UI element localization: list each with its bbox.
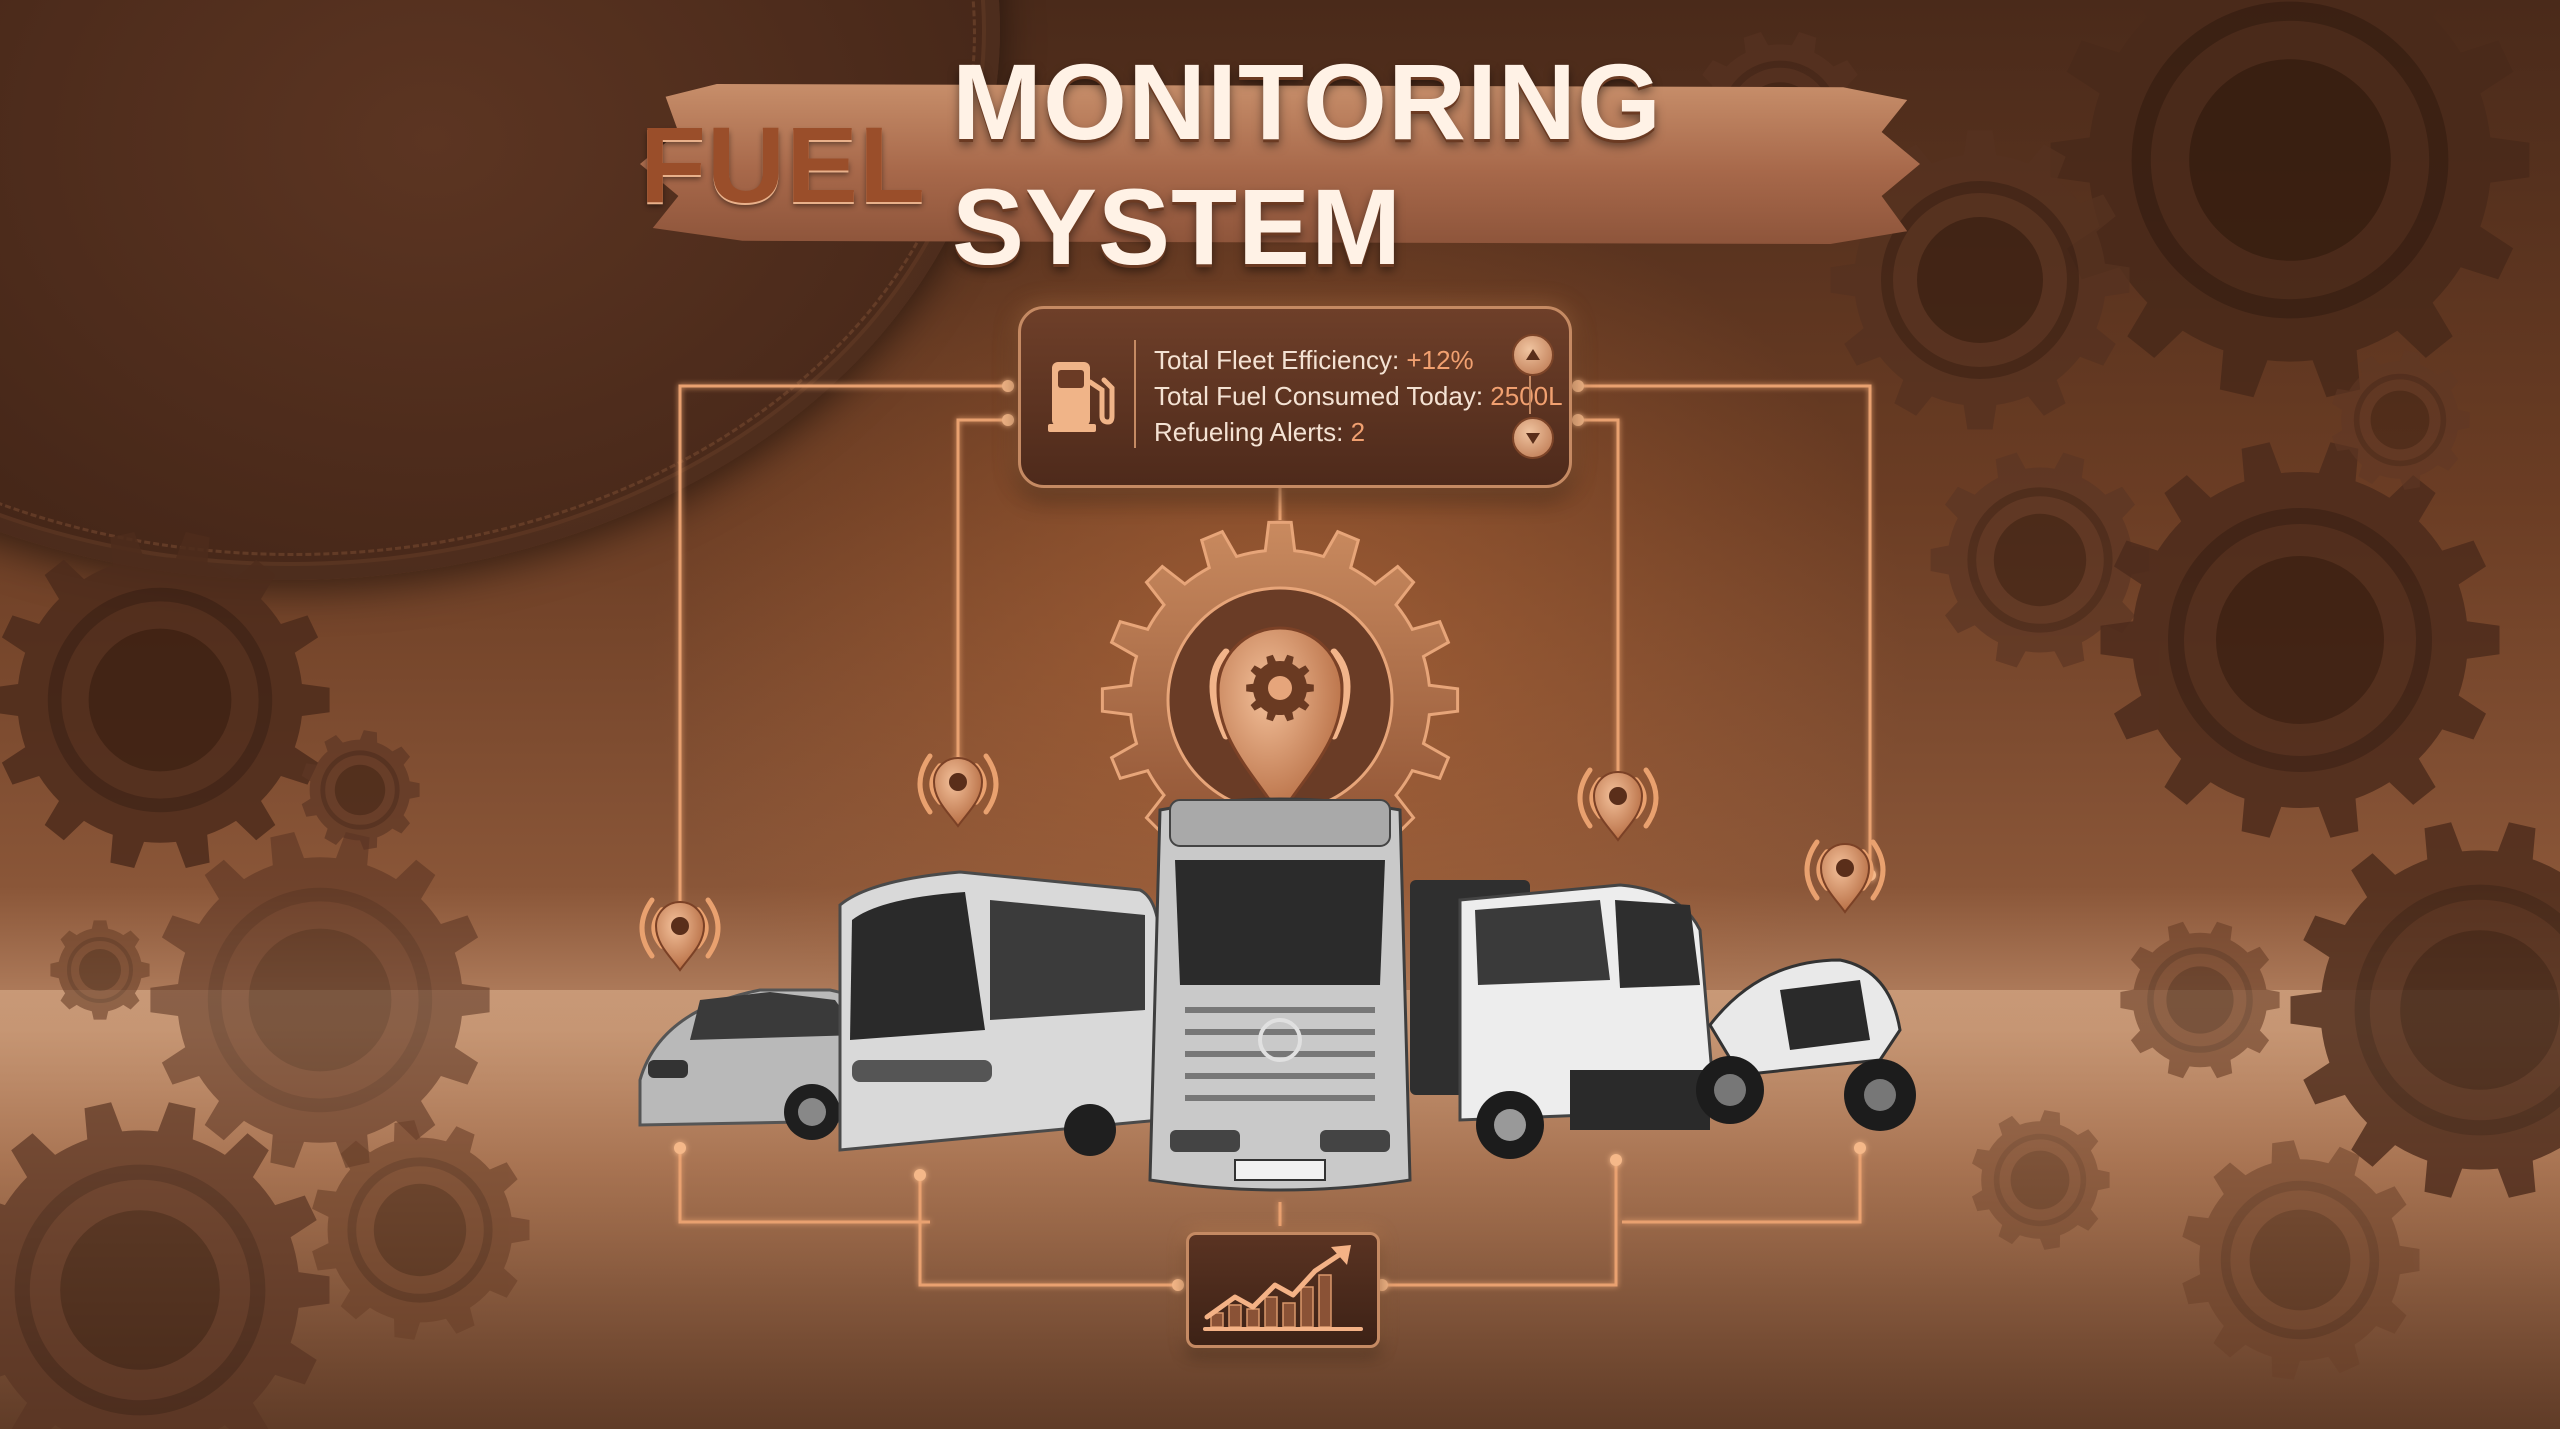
line-panel-to-bus <box>956 418 1010 765</box>
title-accent-word: FUEL <box>640 103 926 225</box>
location-pin-icon <box>1804 839 1886 914</box>
location-pin-icon <box>917 753 999 828</box>
triangle-up-icon <box>1526 349 1540 360</box>
gear-icon <box>150 832 490 1168</box>
gear-icon <box>2182 1140 2420 1380</box>
stat-efficiency-value: +12% <box>1406 345 1474 375</box>
analytics-button[interactable] <box>1186 1232 1380 1348</box>
line-panel-to-bike <box>1576 384 1872 875</box>
panel-divider <box>1134 340 1136 448</box>
gear-icon <box>1930 452 2150 668</box>
gear-icon <box>2100 442 2500 838</box>
triangle-down-icon <box>1526 433 1540 444</box>
stat-refueling-alerts-value: 2 <box>1350 417 1366 447</box>
scroll-down-button[interactable] <box>1512 417 1554 459</box>
gear-icon <box>1830 130 2130 430</box>
title-banner <box>640 84 1920 244</box>
trend-chart-icon <box>1203 1245 1363 1331</box>
gear-icon <box>2332 350 2470 490</box>
fleet-stats: Total Fleet Efficiency: +12% Total Fuel … <box>1154 342 1563 450</box>
vehicle-dump-truck <box>1410 880 1717 1159</box>
stat-fuel-consumed-label: Total Fuel Consumed Today: <box>1154 381 1484 411</box>
line-bus-to-chart <box>918 1175 1178 1287</box>
gear-icon <box>2290 822 2560 1198</box>
vehicle-motorcycle <box>1696 958 1916 1131</box>
stat-refueling-alerts-label: Refueling Alerts: <box>1154 417 1344 447</box>
page-title: FUEL MONITORING SYSTEM <box>640 41 1920 287</box>
line-car-to-bottom <box>678 1148 930 1224</box>
gear-icon <box>0 532 330 868</box>
gear-icon <box>0 1102 330 1429</box>
gear-icon <box>50 920 150 1020</box>
location-pin-icon <box>1577 767 1659 842</box>
gear-icon <box>1972 1110 2110 1250</box>
scroll-up-button[interactable] <box>1512 334 1554 376</box>
stat-efficiency-label: Total Fleet Efficiency: <box>1154 345 1400 375</box>
line-truck2-to-chart <box>1382 1160 1618 1287</box>
line-bike-to-bottom <box>1622 1148 1862 1224</box>
stat-fuel-consumed: Total Fuel Consumed Today: 2500L <box>1154 378 1563 414</box>
fuel-pump-icon <box>1048 362 1115 432</box>
line-panel-to-car <box>678 384 1010 915</box>
stat-refueling-alerts: Refueling Alerts: 2 <box>1154 414 1524 450</box>
gear-location-pin-icon <box>1100 520 1460 880</box>
location-pin-icon <box>639 897 721 972</box>
gear-icon <box>312 1120 530 1340</box>
stat-fuel-consumed-value: 2500L <box>1490 381 1563 411</box>
scroll-track <box>1529 376 1531 414</box>
connector-lines <box>678 384 1872 1287</box>
gear-icon <box>2120 921 2280 1079</box>
line-panel-to-truck2 <box>1576 418 1620 790</box>
gear-icon <box>301 730 420 850</box>
title-main-words: MONITORING SYSTEM <box>951 41 1662 287</box>
stat-efficiency: Total Fleet Efficiency: +12% <box>1154 342 1524 378</box>
gear-icon <box>2050 0 2530 398</box>
vehicle-bus <box>838 870 1162 1156</box>
vehicle-truck <box>1148 797 1412 1192</box>
